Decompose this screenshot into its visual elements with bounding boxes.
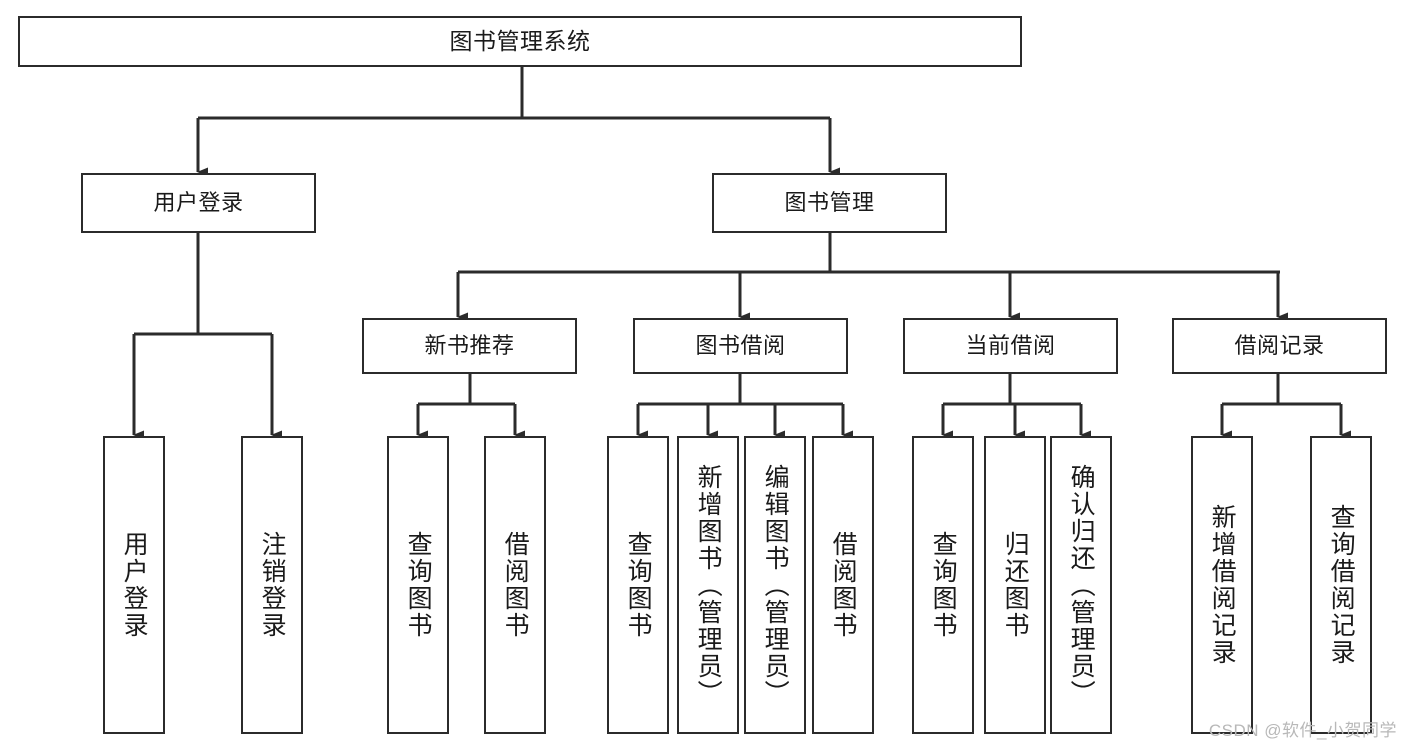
node-leaf-logout[interactable]: 注销登录 bbox=[241, 436, 303, 734]
node-leaf-query-book-2-label: 查询图书 bbox=[624, 531, 653, 639]
node-leaf-query-record[interactable]: 查询借阅记录 bbox=[1310, 436, 1372, 734]
node-root[interactable]: 图书管理系统 bbox=[18, 16, 1022, 67]
node-leaf-query-book-2[interactable]: 查询图书 bbox=[607, 436, 669, 734]
node-leaf-add-record[interactable]: 新增借阅记录 bbox=[1191, 436, 1253, 734]
node-borrow-record-label: 借阅记录 bbox=[1234, 333, 1325, 359]
node-new-book-recommend[interactable]: 新书推荐 bbox=[362, 318, 577, 374]
node-book-borrow-label: 图书借阅 bbox=[695, 333, 786, 359]
node-root-label: 图书管理系统 bbox=[449, 27, 591, 54]
node-leaf-borrow-book-1-label: 借阅图书 bbox=[501, 531, 530, 639]
node-leaf-edit-book[interactable]: 编辑图书（管理员） bbox=[744, 436, 806, 734]
node-book-management[interactable]: 图书管理 bbox=[712, 173, 947, 233]
node-leaf-add-book[interactable]: 新增图书（管理员） bbox=[677, 436, 739, 734]
node-book-borrow[interactable]: 图书借阅 bbox=[633, 318, 848, 374]
node-leaf-borrow-book-2-label: 借阅图书 bbox=[829, 531, 858, 639]
node-leaf-confirm-return-label: 确认归还（管理员） bbox=[1067, 463, 1096, 707]
node-current-borrow[interactable]: 当前借阅 bbox=[903, 318, 1118, 374]
node-user-login-label: 用户登录 bbox=[153, 190, 244, 216]
node-leaf-user-login-label: 用户登录 bbox=[120, 531, 149, 639]
node-borrow-record[interactable]: 借阅记录 bbox=[1172, 318, 1387, 374]
node-leaf-user-login[interactable]: 用户登录 bbox=[103, 436, 165, 734]
node-leaf-query-book-1[interactable]: 查询图书 bbox=[387, 436, 449, 734]
node-leaf-add-record-label: 新增借阅记录 bbox=[1208, 504, 1237, 666]
node-leaf-add-book-label: 新增图书（管理员） bbox=[694, 463, 723, 707]
node-leaf-query-book-3[interactable]: 查询图书 bbox=[912, 436, 974, 734]
node-leaf-query-book-3-label: 查询图书 bbox=[929, 531, 958, 639]
node-leaf-return-book-label: 归还图书 bbox=[1001, 531, 1030, 639]
node-leaf-return-book[interactable]: 归还图书 bbox=[984, 436, 1046, 734]
node-leaf-query-book-1-label: 查询图书 bbox=[404, 531, 433, 639]
node-leaf-confirm-return[interactable]: 确认归还（管理员） bbox=[1050, 436, 1112, 734]
node-user-login[interactable]: 用户登录 bbox=[81, 173, 316, 233]
node-leaf-query-record-label: 查询借阅记录 bbox=[1327, 504, 1356, 666]
node-leaf-borrow-book-2[interactable]: 借阅图书 bbox=[812, 436, 874, 734]
node-current-borrow-label: 当前借阅 bbox=[965, 333, 1056, 359]
node-new-book-recommend-label: 新书推荐 bbox=[424, 333, 515, 359]
node-leaf-logout-label: 注销登录 bbox=[258, 531, 287, 639]
node-leaf-borrow-book-1[interactable]: 借阅图书 bbox=[484, 436, 546, 734]
node-book-management-label: 图书管理 bbox=[784, 190, 875, 216]
node-leaf-edit-book-label: 编辑图书（管理员） bbox=[761, 463, 790, 707]
